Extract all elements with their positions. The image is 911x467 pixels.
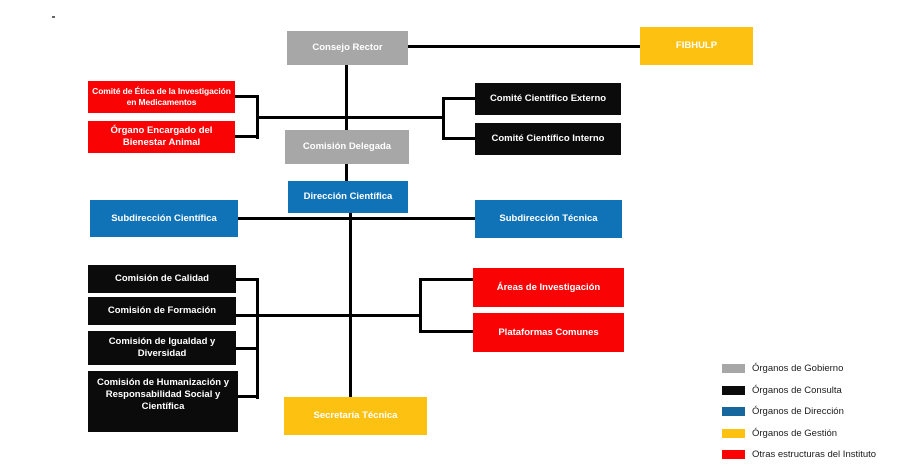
connector-right-red-bracket bbox=[419, 278, 422, 333]
connector-stub-etica bbox=[234, 95, 258, 98]
legend-label: Órganos de Dirección bbox=[752, 406, 844, 417]
org-box-subdireccion-cientifica: Subdirección Científica bbox=[90, 200, 238, 237]
org-box-label: Comisión de Humanización y Responsabilid… bbox=[97, 377, 229, 412]
legend-label: Órganos de Gobierno bbox=[752, 363, 844, 374]
org-box-comite-interno: Comité Científico Interno bbox=[475, 123, 621, 155]
legend-swatch-consulta bbox=[722, 386, 745, 395]
org-box-direccion-cientifica: Dirección Científica bbox=[288, 181, 408, 213]
legend-label: Órganos de Gestión bbox=[752, 428, 838, 439]
org-box-label: Comisión de Calidad bbox=[115, 273, 209, 285]
legend-item-direccion: Órganos de Dirección bbox=[722, 406, 844, 417]
connector-tier2-horizontal bbox=[257, 116, 445, 119]
org-box-comision-humanizacion: Comisión de Humanización y Responsabilid… bbox=[88, 371, 238, 432]
org-box-label: Comité de Ética de la Investigación en M… bbox=[92, 86, 231, 107]
org-box-label: Plataformas Comunes bbox=[498, 326, 599, 338]
org-box-label: Secretaría Técnica bbox=[313, 410, 398, 422]
org-box-fibhulp: FIBHULP bbox=[640, 27, 753, 65]
connector-stub-formacion bbox=[235, 314, 258, 317]
legend-swatch-otras bbox=[722, 450, 745, 459]
legend-swatch-gestion bbox=[722, 429, 745, 438]
legend-item-consulta: Órganos de Consulta bbox=[722, 385, 842, 396]
org-box-comision-igualdad: Comisión de Igualdad y Diversidad bbox=[88, 331, 236, 365]
connector-stub-externo bbox=[442, 97, 476, 100]
org-box-label: FIBHULP bbox=[675, 40, 718, 52]
connector-right-bracket bbox=[442, 97, 445, 140]
connector-stub-interno bbox=[442, 137, 476, 140]
org-box-organo-bienestar: Órgano Encargado del Bienestar Animal bbox=[88, 121, 235, 153]
org-box-comision-formacion: Comisión de Formación bbox=[88, 297, 236, 325]
connector-commissions-horizontal bbox=[257, 314, 422, 317]
org-box-subdireccion-tecnica: Subdirección Técnica bbox=[475, 200, 622, 238]
org-box-label: Dirección Científica bbox=[303, 191, 393, 203]
org-box-comite-externo: Comité Científico Externo bbox=[475, 83, 621, 115]
connector-delegada-direccion bbox=[345, 164, 348, 182]
connector-stub-plataformas bbox=[419, 330, 475, 333]
org-box-secretaria-tecnica: Secretaría Técnica bbox=[284, 397, 427, 435]
org-box-comite-etica: Comité de Ética de la Investigación en M… bbox=[88, 81, 235, 113]
org-box-label: Comité Científico Externo bbox=[489, 93, 607, 105]
connector-consejo-delegada bbox=[345, 65, 348, 131]
org-box-label: Comisión Delegada bbox=[302, 141, 392, 153]
connector-stub-areas bbox=[419, 278, 475, 281]
legend-item-otras: Otras estructuras del Instituto bbox=[722, 449, 876, 460]
org-box-consejo-rector: Consejo Rector bbox=[287, 31, 408, 65]
org-box-label: Subdirección Científica bbox=[111, 212, 217, 224]
legend-label: Otras estructuras del Instituto bbox=[752, 449, 877, 460]
connector-subdirecciones bbox=[238, 217, 475, 220]
legend-swatch-gobierno bbox=[722, 364, 745, 373]
connector-stub-calidad bbox=[235, 278, 258, 281]
org-box-label: Comité Científico Interno bbox=[491, 133, 605, 145]
org-box-comision-calidad: Comisión de Calidad bbox=[88, 265, 236, 293]
org-box-label: Subdirección Técnica bbox=[499, 213, 598, 225]
org-box-label: Comisión de Formación bbox=[107, 305, 217, 317]
page-mark-dot bbox=[52, 16, 55, 18]
legend-label: Órganos de Consulta bbox=[752, 385, 842, 396]
connector-stub-humanizacion bbox=[237, 395, 258, 398]
org-box-label: Órgano Encargado del Bienestar Animal bbox=[110, 125, 213, 148]
org-box-label: Áreas de Investigación bbox=[496, 281, 601, 293]
org-box-plataformas-comunes: Plataformas Comunes bbox=[473, 313, 624, 352]
connector-stub-bienestar bbox=[234, 135, 258, 138]
legend-item-gobierno: Órganos de Gobierno bbox=[722, 363, 843, 374]
connector-consejo-fibhulp bbox=[408, 45, 640, 48]
connector-commissions-bracket bbox=[256, 278, 259, 399]
legend-swatch-direccion bbox=[722, 407, 745, 416]
org-box-areas-investigacion: Áreas de Investigación bbox=[473, 268, 624, 307]
org-box-label: Comisión de Igualdad y Diversidad bbox=[108, 336, 216, 359]
connector-left-bracket bbox=[256, 95, 259, 139]
legend-item-gestion: Órganos de Gestión bbox=[722, 428, 837, 439]
org-box-label: Consejo Rector bbox=[312, 42, 383, 54]
connector-stub-igualdad bbox=[235, 347, 258, 350]
org-box-comision-delegada: Comisión Delegada bbox=[285, 130, 409, 164]
connector-central-vertical bbox=[349, 213, 352, 398]
